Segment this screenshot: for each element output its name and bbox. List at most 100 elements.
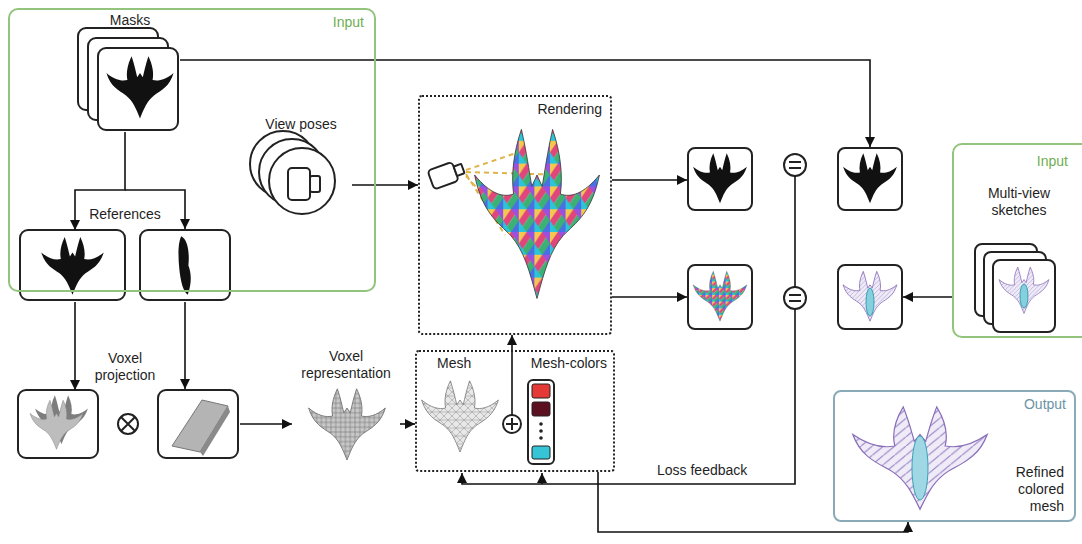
view-poses-group: View poses [250, 116, 352, 218]
illustration-part [532, 402, 550, 416]
voxel-model [309, 389, 386, 460]
rendering-box: Rendering [418, 95, 612, 335]
illustration-part [866, 288, 874, 316]
sketch-stack [975, 244, 1055, 332]
node-label: Mesh [437, 355, 471, 372]
view-pose-icons [250, 131, 335, 214]
text-slot: Multi-view sketches [964, 185, 1074, 219]
illustration-part [541, 473, 543, 484]
illustration-part [118, 414, 138, 434]
illustration-part [427, 159, 466, 189]
illustration-part [180, 60, 870, 147]
illustration-part [462, 309, 795, 484]
text-slot: Input [333, 14, 364, 31]
illustration-part [18, 390, 98, 458]
node-label: Voxel representation [291, 348, 401, 382]
illustration-part [843, 153, 897, 203]
illustration-part [843, 271, 897, 321]
mesh-box: Mesh Mesh-colors [415, 350, 615, 472]
illustration-part [784, 154, 806, 176]
illustration-part [539, 436, 543, 440]
connector-arrow [511, 335, 513, 350]
masks-group: Masks [70, 12, 190, 132]
illustration-part [106, 56, 173, 118]
text-slot: Input [1037, 153, 1068, 170]
illustration-part [503, 415, 521, 433]
text-slot: Output [1024, 396, 1066, 413]
illustration-part [784, 287, 806, 309]
text-slot: Voxel representation [291, 348, 401, 382]
illustration-part [688, 265, 752, 329]
sketch-input-panel: InputMulti-view sketches [952, 143, 1082, 338]
illustration-part [121, 417, 135, 431]
voxel-projection-group: Voxel projection [15, 390, 240, 460]
layout-wires [125, 60, 952, 484]
illustration-part [528, 380, 554, 464]
node-label: Multi-view sketches [964, 185, 1074, 219]
illustration-part [454, 164, 465, 176]
connector-arrow [352, 184, 418, 186]
node-label: Rendering [537, 101, 602, 118]
illustration-part [693, 271, 747, 321]
comparison-images [688, 148, 902, 329]
node-label: Mesh-colors [531, 355, 607, 372]
rendering-scene [427, 129, 599, 298]
node-label: Output [1024, 396, 1066, 413]
illustration-part [184, 302, 186, 389]
node-label: Refined colored mesh [992, 464, 1064, 515]
illustration-part [993, 260, 1055, 332]
node-label: Masks [70, 12, 190, 29]
illustration-part [539, 422, 543, 426]
voxel-projections [18, 390, 238, 458]
references-group: References [15, 230, 235, 302]
node-label: View poses [250, 116, 352, 133]
illustration-part [20, 230, 125, 300]
illustration-part [532, 446, 550, 459]
connector-arrow [240, 423, 292, 425]
illustration-part [532, 384, 550, 398]
illustration-part [310, 176, 320, 192]
output-panel: OutputRefined colored mesh [833, 390, 1076, 522]
illustration-part [475, 129, 600, 298]
illustration-part [688, 148, 752, 210]
illustration-part [789, 295, 801, 301]
illustration-part [1020, 284, 1028, 308]
node-label: References [15, 206, 235, 223]
connector-arrow [400, 423, 415, 425]
text-slot: References [15, 206, 235, 223]
illustration-part [158, 390, 238, 458]
illustration-part [98, 48, 178, 130]
illustration-part [41, 237, 103, 295]
illustration-part [789, 162, 801, 168]
connector-arrow [598, 472, 908, 532]
text-slot: View poses [250, 116, 352, 133]
connector-arrow [74, 302, 76, 390]
text-slot: Mesh-colors [531, 355, 607, 372]
illustration-part [853, 407, 987, 509]
node-label: Voxel projection [85, 350, 165, 384]
voxel-representation-group: Voxel representation [292, 388, 400, 462]
illustration-part [693, 153, 747, 203]
illustration-part [140, 230, 230, 300]
text-slot: Masks [70, 12, 190, 29]
illustration-part [838, 148, 902, 210]
output-mesh [853, 407, 987, 509]
node-label: Input [1037, 153, 1068, 170]
illustration-part [539, 429, 543, 433]
illustration-part [903, 296, 952, 298]
input-panel: Input MasksView posesReferences [8, 8, 376, 292]
illustration-part [288, 168, 310, 200]
illustration-part [999, 267, 1049, 313]
illustration-part [794, 176, 796, 287]
illustration-part [612, 179, 687, 181]
text-slot: Voxel projection [85, 350, 165, 384]
mask-stack [78, 28, 178, 130]
illustration-part [912, 436, 928, 500]
node-label: Input [333, 14, 364, 31]
text-slot: Rendering [537, 101, 602, 118]
illustration-part [200, 406, 230, 456]
text-slot: Mesh [437, 355, 471, 372]
illustration-part [838, 265, 902, 329]
